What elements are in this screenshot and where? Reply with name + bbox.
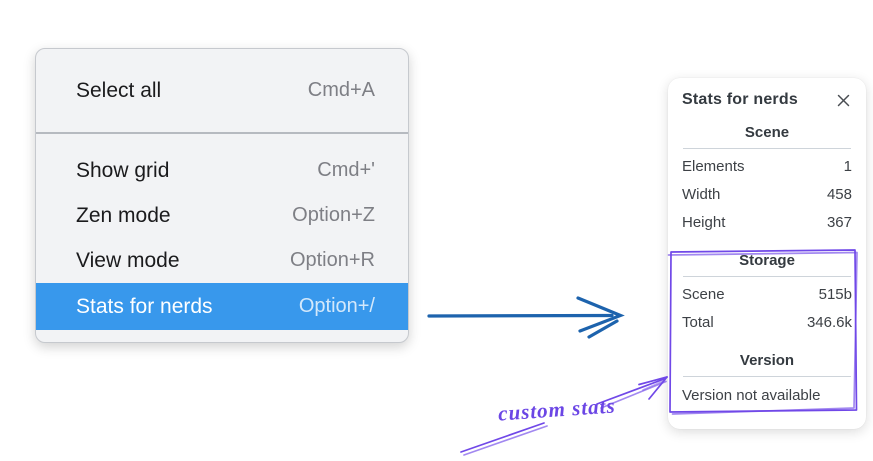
section-heading-scene: Scene <box>744 124 790 141</box>
divider <box>683 276 851 277</box>
section-heading-storage: Storage <box>739 252 795 269</box>
stat-value: 346.6k <box>806 314 852 331</box>
menu-item-view-mode[interactable]: View mode Option+R <box>36 238 408 283</box>
stat-label: Total <box>682 314 714 331</box>
stat-row-height: Height 367 <box>682 209 852 237</box>
stat-label: Scene <box>682 286 725 303</box>
annotation-label: custom stats <box>497 393 617 426</box>
stats-panel: Stats for nerds Scene Elements 1 Width 4… <box>668 78 866 429</box>
menu-item-label: View mode <box>76 248 180 272</box>
stat-value: 1 <box>843 158 852 175</box>
menu-section-bottom: Show grid Cmd+' Zen mode Option+Z View m… <box>36 132 408 342</box>
menu-item-label: Show grid <box>76 158 170 182</box>
menu-item-zen-mode[interactable]: Zen mode Option+Z <box>36 193 408 238</box>
context-menu: Select all Cmd+A Show grid Cmd+' Zen mod… <box>35 48 409 343</box>
menu-item-label: Select all <box>76 78 162 102</box>
menu-item-shortcut: Cmd+' <box>317 159 375 181</box>
stat-row-width: Width 458 <box>682 181 852 209</box>
stat-value: 367 <box>826 214 852 231</box>
menu-item-label: Stats for nerds <box>76 294 213 318</box>
menu-section-top: Select all Cmd+A <box>36 49 408 132</box>
version-note: Version not available <box>682 387 821 404</box>
blue-arrow <box>427 296 625 339</box>
close-icon[interactable] <box>834 91 852 109</box>
stat-value: 515b <box>818 286 852 303</box>
menu-item-shortcut: Option+/ <box>298 295 375 317</box>
section-heading-version: Version <box>739 352 795 369</box>
menu-item-shortcut: Option+Z <box>292 204 375 226</box>
stat-row-elements: Elements 1 <box>682 153 852 181</box>
menu-item-show-grid[interactable]: Show grid Cmd+' <box>36 148 408 193</box>
menu-item-shortcut: Option+R <box>289 249 375 271</box>
stat-row-storage-scene: Scene 515b <box>682 281 852 309</box>
menu-item-label: Zen mode <box>76 203 171 227</box>
stats-panel-title: Stats for nerds <box>682 91 798 108</box>
stat-label: Width <box>682 186 721 203</box>
divider <box>683 148 851 149</box>
stat-value: 458 <box>826 186 852 203</box>
stat-label: Elements <box>682 158 745 175</box>
annotation-arrow <box>460 376 668 456</box>
divider <box>683 376 851 377</box>
menu-item-shortcut: Cmd+A <box>307 79 375 101</box>
stats-panel-header: Stats for nerds <box>682 91 852 109</box>
stat-label: Height <box>682 214 726 231</box>
menu-item-select-all[interactable]: Select all Cmd+A <box>36 68 408 113</box>
menu-item-stats-for-nerds[interactable]: Stats for nerds Option+/ <box>36 283 408 330</box>
stat-row-storage-total: Total 346.6k <box>682 309 852 337</box>
